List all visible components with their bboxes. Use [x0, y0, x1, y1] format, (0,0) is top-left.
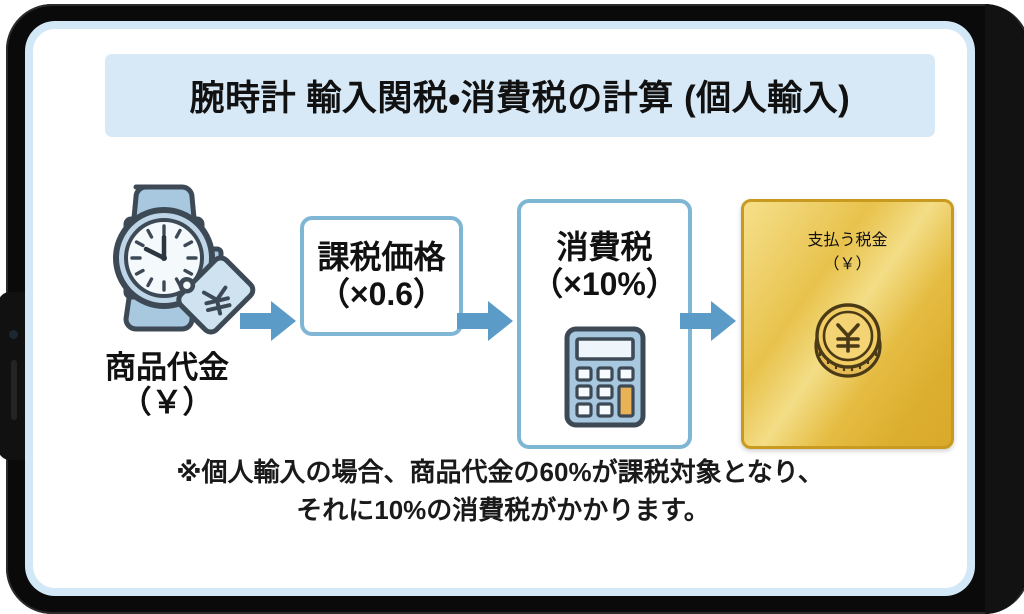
arrow-right-icon-3: [678, 297, 738, 350]
footnote: ※個人輸入の場合、商品代金の60%が課税対象となり、 それに10%の消費税がかか…: [33, 454, 967, 529]
page-title-banner: 腕時計 輸入関税・消費税の計算 (個人輸入): [105, 54, 935, 137]
camera-dot-icon: [9, 330, 18, 339]
payable-tax-title: 支払う税金: [807, 232, 888, 249]
screen-content: 腕時計 輸入関税・消費税の計算 (個人輸入): [33, 29, 967, 588]
taxable-value-multiplier: （×0.6）: [317, 276, 446, 312]
device-frame: 腕時計 輸入関税・消費税の計算 (個人輸入): [0, 4, 1024, 614]
flow-step-product-price: 商品代金 （￥）: [67, 169, 267, 420]
footnote-line-2: それに10%の消費税がかかります。: [296, 494, 710, 525]
page-title: 腕時計 輸入関税・消費税の計算 (個人輸入): [189, 79, 851, 118]
wristwatch-price-tag-icon: [67, 169, 267, 347]
product-price-label-line2: （￥）: [120, 384, 214, 420]
arrow-right-icon-2: [455, 297, 515, 350]
product-price-label: 商品代金 （￥）: [67, 350, 267, 420]
product-price-label-line1: 商品代金: [105, 350, 229, 385]
flow-step-taxable-value: 課税価格 （×0.6）: [300, 216, 463, 336]
taxable-value-title: 課税価格: [317, 238, 446, 275]
footnote-line-1: ※個人輸入の場合、商品代金の60%が課税対象となり、: [176, 457, 824, 487]
calculation-flow: 商品代金 （￥） 課税価格 （×0.6）: [33, 149, 967, 449]
calculator-icon: [562, 325, 648, 434]
consumption-tax-title: 消費税: [556, 229, 653, 265]
consumption-tax-rate: （×10%）: [531, 266, 678, 303]
yen-coin-icon: [804, 294, 892, 387]
flow-step-payable-tax: 支払う税金 （￥）: [741, 199, 954, 449]
arrow-right-icon-1: [238, 297, 298, 350]
power-button-icon[interactable]: [11, 360, 17, 420]
flow-step-consumption-tax: 消費税 （×10%）: [517, 199, 692, 449]
device-bezel-right-edge: [985, 4, 1024, 614]
payable-tax-currency: （￥）: [823, 256, 872, 273]
